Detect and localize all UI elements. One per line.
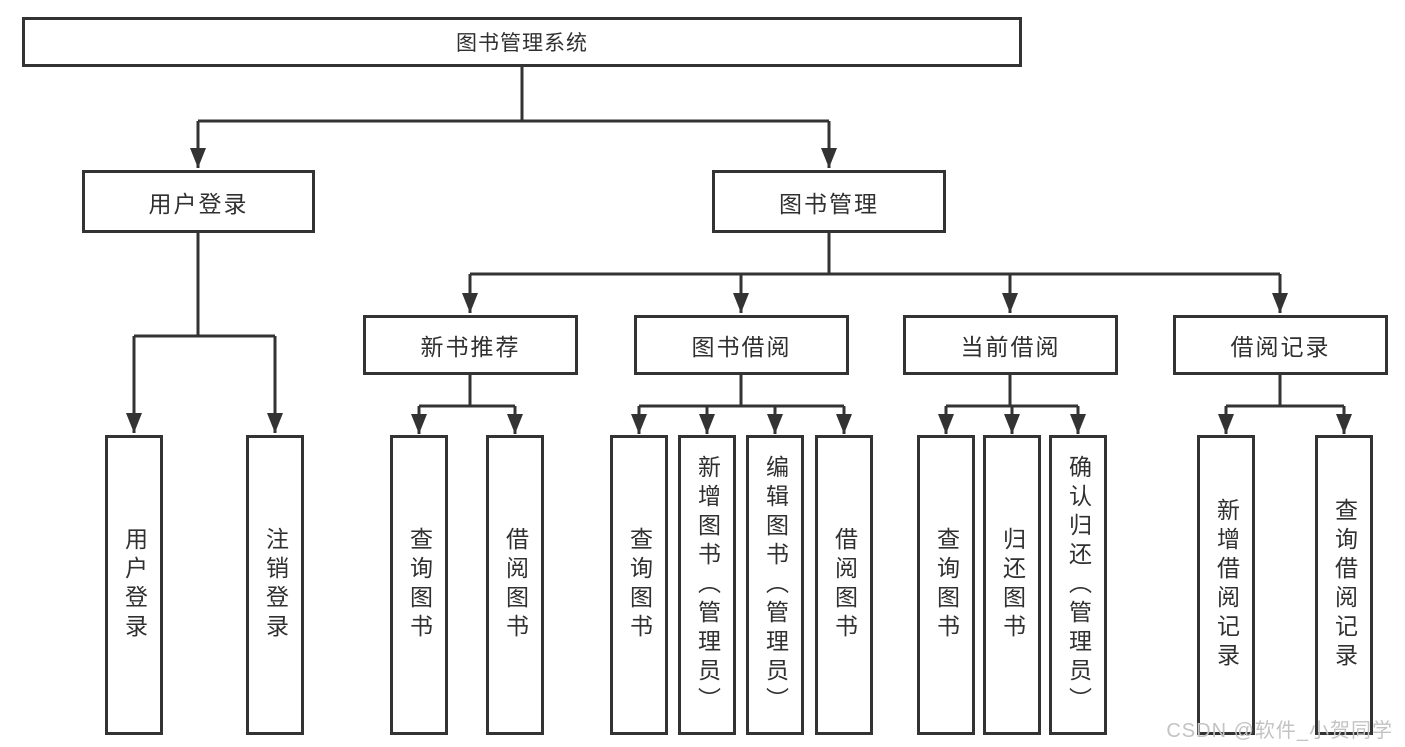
connector-arrows: [126, 121, 1352, 434]
node-query-books: 查询图书: [390, 435, 448, 735]
node-label: 借阅图书: [831, 527, 858, 643]
node-query-books-2: 查询图书: [610, 435, 668, 735]
node-return-books: 归还图书: [983, 435, 1041, 735]
connector-trunks: [134, 67, 1344, 408]
node-add-books-admin: 新增图书（管理员）: [678, 435, 736, 735]
node-library-system: 图书管理系统: [22, 17, 1022, 67]
node-edit-books-admin: 编辑图书（管理员）: [746, 435, 804, 735]
node-label: 新增借阅记录: [1213, 498, 1240, 672]
node-book-borrowing: 图书借阅: [634, 315, 849, 375]
node-label: 确认归还（管理员）: [1065, 454, 1092, 716]
node-borrow-books-2: 借阅图书: [815, 435, 873, 735]
node-label: 查询图书: [933, 527, 960, 643]
node-new-book-recommend: 新书推荐: [363, 315, 578, 375]
node-query-books-3: 查询图书: [917, 435, 975, 735]
node-label: 图书管理: [779, 190, 879, 217]
node-borrowing-records: 借阅记录: [1173, 315, 1388, 375]
watermark: CSDN @软件_小贺同学: [1166, 720, 1393, 742]
node-add-borrow-record: 新增借阅记录: [1197, 435, 1255, 735]
node-query-borrow-record: 查询借阅记录: [1315, 435, 1373, 735]
node-borrow-books: 借阅图书: [486, 435, 544, 735]
node-confirm-return-admin: 确认归还（管理员）: [1049, 435, 1107, 735]
node-label: 图书借阅: [691, 334, 792, 360]
node-label: 归还图书: [999, 527, 1026, 643]
node-label: 编辑图书（管理员）: [762, 454, 789, 716]
node-user-login-group: 用户登录: [82, 170, 315, 233]
node-label: 用户登录: [148, 190, 249, 217]
node-label: 新增图书（管理员）: [694, 454, 721, 716]
node-label: 新书推荐: [420, 334, 521, 360]
node-label: 查询图书: [406, 527, 433, 643]
node-label: 图书管理系统: [456, 32, 588, 55]
node-logout: 注销登录: [246, 435, 304, 735]
node-current-borrowing: 当前借阅: [903, 315, 1118, 375]
node-label: 当前借阅: [960, 334, 1061, 360]
node-label: 注销登录: [262, 527, 289, 643]
node-label: 查询图书: [626, 527, 653, 643]
node-label: 查询借阅记录: [1331, 498, 1358, 672]
node-label: 用户登录: [121, 527, 148, 643]
node-label: 借阅图书: [502, 527, 529, 643]
node-book-management: 图书管理: [712, 170, 946, 233]
node-user-login: 用户登录: [105, 435, 163, 735]
node-label: 借阅记录: [1230, 334, 1331, 360]
